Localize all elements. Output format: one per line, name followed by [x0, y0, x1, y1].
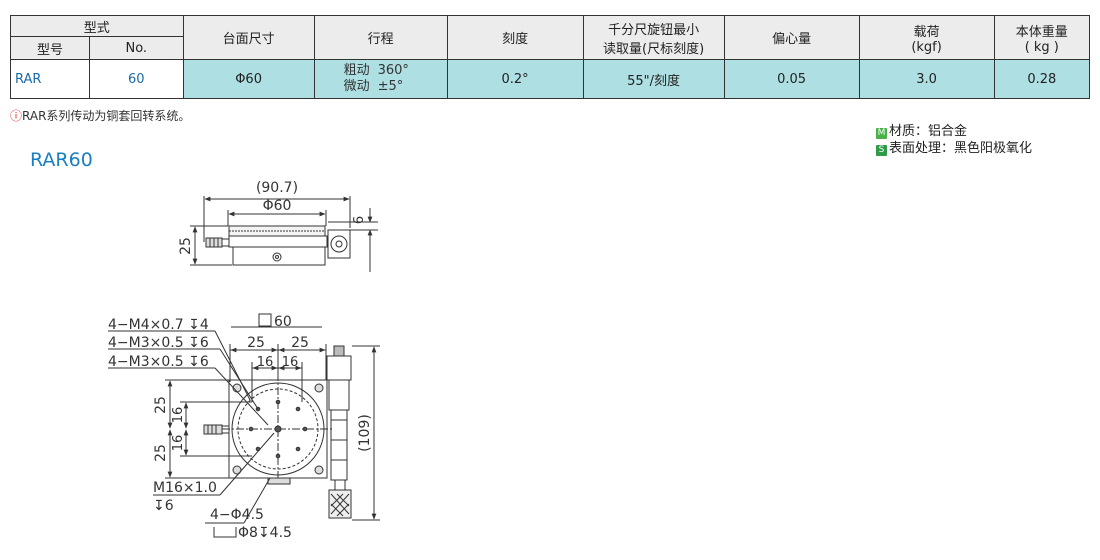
header-eccentricity: 偏心量	[723, 15, 860, 60]
dim-left-16-bottom: 16	[171, 435, 186, 452]
dim-top-25-left: 25	[247, 335, 265, 351]
dim-overall-width: (90.7)	[256, 180, 298, 196]
cell-weight: 0.28	[993, 59, 1091, 99]
stroke-fine-value: ±5°	[377, 79, 404, 94]
hole-spec-a: 4−M4×0.7 ↧4	[108, 317, 209, 333]
cell-table-size: Φ60	[182, 59, 315, 99]
spec-table: 型式 台面尺寸 行程 刻度 千分尺旋钮最小 读取量(尺标刻度) 偏心量 载荷 (…	[10, 15, 1091, 99]
dim-overall-height: (109)	[357, 414, 373, 452]
header-load-line2: (kgf)	[911, 39, 942, 55]
dim-diameter: Φ60	[263, 198, 292, 214]
cell-stroke: 粗动 360° 微动 ±5°	[313, 59, 448, 99]
table-row: RAR 60 Φ60 粗动 360° 微动 ±5° 0.2° 55"/刻度 0.05…	[10, 59, 1091, 99]
stroke-fine-label: 微动	[343, 79, 370, 94]
header-weight: 本体重量 ( kg )	[993, 15, 1091, 60]
cell-eccentricity: 0.05	[723, 59, 860, 99]
stroke-coarse-value: 360°	[377, 63, 409, 78]
header-micrometer: 千分尺旋钮最小 读取量(尺标刻度)	[582, 15, 725, 60]
surface-s-icon: S	[876, 145, 887, 156]
center-thread-spec: M16×1.0	[153, 480, 217, 496]
header-stroke: 行程	[313, 15, 448, 60]
dim-left-25-bottom: 25	[153, 444, 169, 462]
header-micrometer-line1: 千分尺旋钮最小	[608, 22, 700, 38]
center-depth-spec: ↧6	[153, 498, 174, 514]
info-icon: ⓘ	[10, 109, 23, 123]
header-type-group: 型式	[10, 15, 184, 37]
counterbore-icon	[213, 527, 237, 538]
header-weight-line2: ( kg )	[1024, 39, 1059, 55]
hole-spec-b: 4−M3×0.5 ↧6	[108, 335, 209, 351]
drawing-title: RAR60	[30, 149, 93, 171]
top-view	[108, 326, 380, 524]
series-note: ⓘRAR系列传动为铜套回转系统。	[10, 107, 190, 124]
header-no: No.	[89, 36, 184, 60]
header-weight-line1: 本体重量	[1015, 24, 1068, 40]
counterbore-spec: Φ8↧4.5	[238, 525, 292, 541]
cell-load: 3.0	[858, 59, 995, 99]
header-scale: 刻度	[446, 15, 584, 60]
cell-micrometer: 55"/刻度	[582, 59, 725, 99]
dim-side-offset: 6	[352, 216, 367, 224]
side-view	[190, 196, 378, 272]
dim-top-16-right: 16	[282, 355, 299, 370]
hole-spec-c: 4−M3×0.5 ↧6	[108, 354, 209, 370]
header-micrometer-line2: 读取量(尺标刻度)	[603, 41, 705, 57]
stroke-coarse-label: 粗动	[343, 63, 370, 78]
cell-model: RAR	[10, 59, 90, 99]
note-text: RAR系列传动为铜套回转系统。	[22, 109, 191, 123]
header-load: 载荷 (kgf)	[858, 15, 995, 60]
dim-square: 60	[274, 314, 292, 330]
material-text: 材质：铝合金	[889, 124, 968, 139]
surface-text: 表面处理：黑色阳极氧化	[889, 141, 1033, 156]
mount-holes-spec: 4−Φ4.5	[210, 507, 264, 523]
dim-top-25-right: 25	[291, 335, 309, 351]
cell-scale: 0.2°	[446, 59, 584, 99]
header-load-line1: 载荷	[913, 24, 940, 40]
dim-left-16-top: 16	[171, 407, 186, 424]
dim-left-25-top: 25	[153, 396, 169, 414]
cell-no: 60	[89, 59, 184, 99]
dim-top-16-left: 16	[257, 355, 274, 370]
material-m-icon: M	[876, 128, 887, 139]
dim-side-height: 25	[178, 237, 194, 255]
square-symbol-icon	[258, 313, 272, 327]
